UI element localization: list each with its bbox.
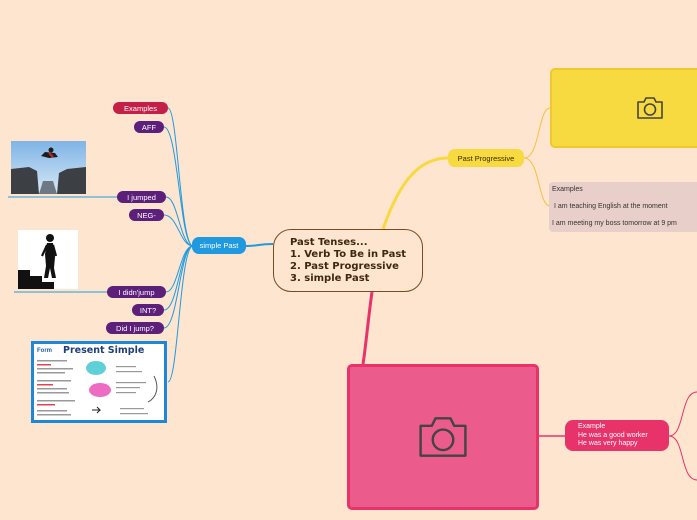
i-jumped-node[interactable]: I jumped [117,191,166,203]
example-text-2: I am meeting my boss tomorrow at 9 pm [552,220,677,227]
examples-node[interactable]: Examples [113,102,168,114]
central-line-3: 2. Past Progressive [290,261,399,272]
card-notes-graphic [37,360,158,416]
neg-node[interactable]: NEG- [129,209,164,221]
central-topic[interactable]: Past Tenses... 1. Verb To Be in Past 2. … [273,229,423,292]
stairs-silhouette-image[interactable] [18,230,78,289]
example-text-1: I am teaching English at the moment [554,203,668,210]
central-line-4: 3. simple Past [290,273,370,284]
card-title: Present Simple [63,345,145,356]
camera-icon [637,97,663,119]
verb-to-be-example-node[interactable]: Example He was a good worker He was very… [565,420,669,451]
central-line-1: Past Tenses... [290,237,368,248]
past-progressive-examples-box[interactable]: Examples I am teaching English at the mo… [549,182,697,232]
examples-heading: Examples [552,186,583,193]
camera-icon [419,417,467,457]
past-progressive-image-placeholder[interactable] [550,68,697,148]
simple-past-node[interactable]: simple Past [192,237,246,254]
int-node[interactable]: INT? [132,304,164,316]
card-form-label: Form [37,348,52,354]
past-progressive-node[interactable]: Past Progressive [448,149,524,167]
example-line-2: He was very happy [578,440,638,447]
stairs-silhouette-illustration [18,230,78,289]
did-i-jump-node[interactable]: Did I jump? [106,322,164,334]
verb-to-be-image-placeholder[interactable] [347,364,539,510]
jumping-man-illustration [11,141,86,194]
jumping-man-image[interactable] [11,141,86,194]
central-line-2: 1. Verb To Be in Past [290,249,407,260]
example-label: Example [578,423,606,430]
example-line-1: He was a good worker [578,431,648,439]
aff-node[interactable]: AFF [134,121,164,133]
i-didnt-jump-node[interactable]: I didn'jump [107,286,166,298]
present-simple-card-inner: Form Present Simple [34,344,164,420]
present-simple-card-image[interactable]: Form Present Simple [31,341,167,423]
